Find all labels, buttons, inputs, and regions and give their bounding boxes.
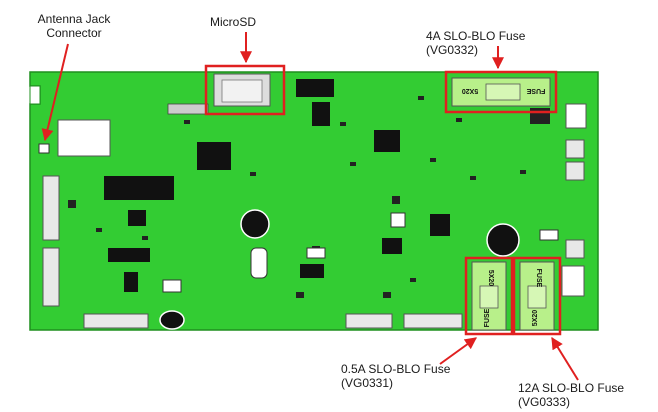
bottom-connector-3 xyxy=(403,313,463,329)
small-chip-white-3 xyxy=(162,279,182,293)
fuse-12a-tube xyxy=(527,285,547,309)
header-strip xyxy=(167,103,209,115)
bottom-connector-1 xyxy=(83,313,149,329)
callout-box-fuse-4a xyxy=(444,70,558,114)
arrow-fuse-05a xyxy=(439,337,477,365)
ic-small-1 xyxy=(128,210,146,226)
arrow-antenna xyxy=(41,43,69,142)
ic-square xyxy=(197,142,231,170)
capacitor-2 xyxy=(486,223,520,257)
fuse-4a-label-text: 4A SLO-BLO Fuse (VG0332) xyxy=(426,29,526,57)
antenna-jack-label-text: Antenna Jack Connector xyxy=(37,12,111,40)
right-connector-5 xyxy=(561,265,585,297)
left-connector-2 xyxy=(42,247,60,307)
right-connector-4 xyxy=(565,239,585,259)
capacitor-3 xyxy=(159,310,185,330)
antenna-jack xyxy=(38,143,50,154)
fuse-05a-label: 0.5A SLO-BLO Fuse (VG0331) xyxy=(341,362,450,390)
fuse-12a-label: 12A SLO-BLO Fuse (VG0333) xyxy=(518,381,624,409)
antenna-jack-label: Antenna Jack Connector xyxy=(28,12,120,40)
fuse-05a-label-text: 0.5A SLO-BLO Fuse (VG0331) xyxy=(341,362,451,390)
fuse-4a-text-right: FUSE xyxy=(526,87,545,94)
ic-mid-3 xyxy=(300,264,324,278)
arrow-fuse-12a xyxy=(551,336,579,381)
fuse-12a-label-text: 12A SLO-BLO Fuse (VG0333) xyxy=(518,381,625,409)
antenna-module xyxy=(57,119,111,157)
ic-mid-4 xyxy=(382,238,402,254)
fuse-05a-text-top: 5X20 xyxy=(487,270,494,286)
fuse-12a-text-top: FUSE xyxy=(535,269,542,288)
microsd-inner xyxy=(221,79,263,103)
ic-lower xyxy=(108,248,150,262)
microsd-label: MicroSD xyxy=(210,15,256,29)
fuse-4a-text-left: 5X20 xyxy=(462,87,478,94)
microsd-label-text: MicroSD xyxy=(210,15,257,29)
small-chip-white-2 xyxy=(306,247,326,259)
ic-right-2 xyxy=(430,214,450,236)
ic-mid-2 xyxy=(374,130,400,152)
ic-black-top xyxy=(296,79,334,97)
left-connector-1 xyxy=(42,175,60,241)
ic-small-2 xyxy=(124,272,138,292)
callout-box-fuse-12a xyxy=(512,256,562,336)
fuse-12a-text-bottom: 5X20 xyxy=(532,310,539,326)
small-chip-white-4 xyxy=(539,229,559,241)
fuse-05a-tube xyxy=(479,285,499,309)
bottom-connector-2 xyxy=(345,313,393,329)
capacitor-1 xyxy=(240,209,270,239)
small-chip-white-1 xyxy=(390,212,406,228)
ic-right-1 xyxy=(530,108,550,124)
board-notch xyxy=(29,85,41,105)
fuse-4a-tube xyxy=(485,83,521,101)
right-connector-2 xyxy=(565,139,585,159)
crystal xyxy=(250,247,268,279)
right-connector-3 xyxy=(565,161,585,181)
fuse-4a-label: 4A SLO-BLO Fuse (VG0332) xyxy=(426,15,525,57)
ic-mid xyxy=(312,102,330,126)
right-connector-1 xyxy=(565,103,587,129)
callout-box-fuse-05a xyxy=(464,256,514,336)
fuse-05a-text-bottom: FUSE xyxy=(484,308,491,327)
callout-box-microsd xyxy=(204,64,286,116)
ic-wide xyxy=(104,176,174,200)
